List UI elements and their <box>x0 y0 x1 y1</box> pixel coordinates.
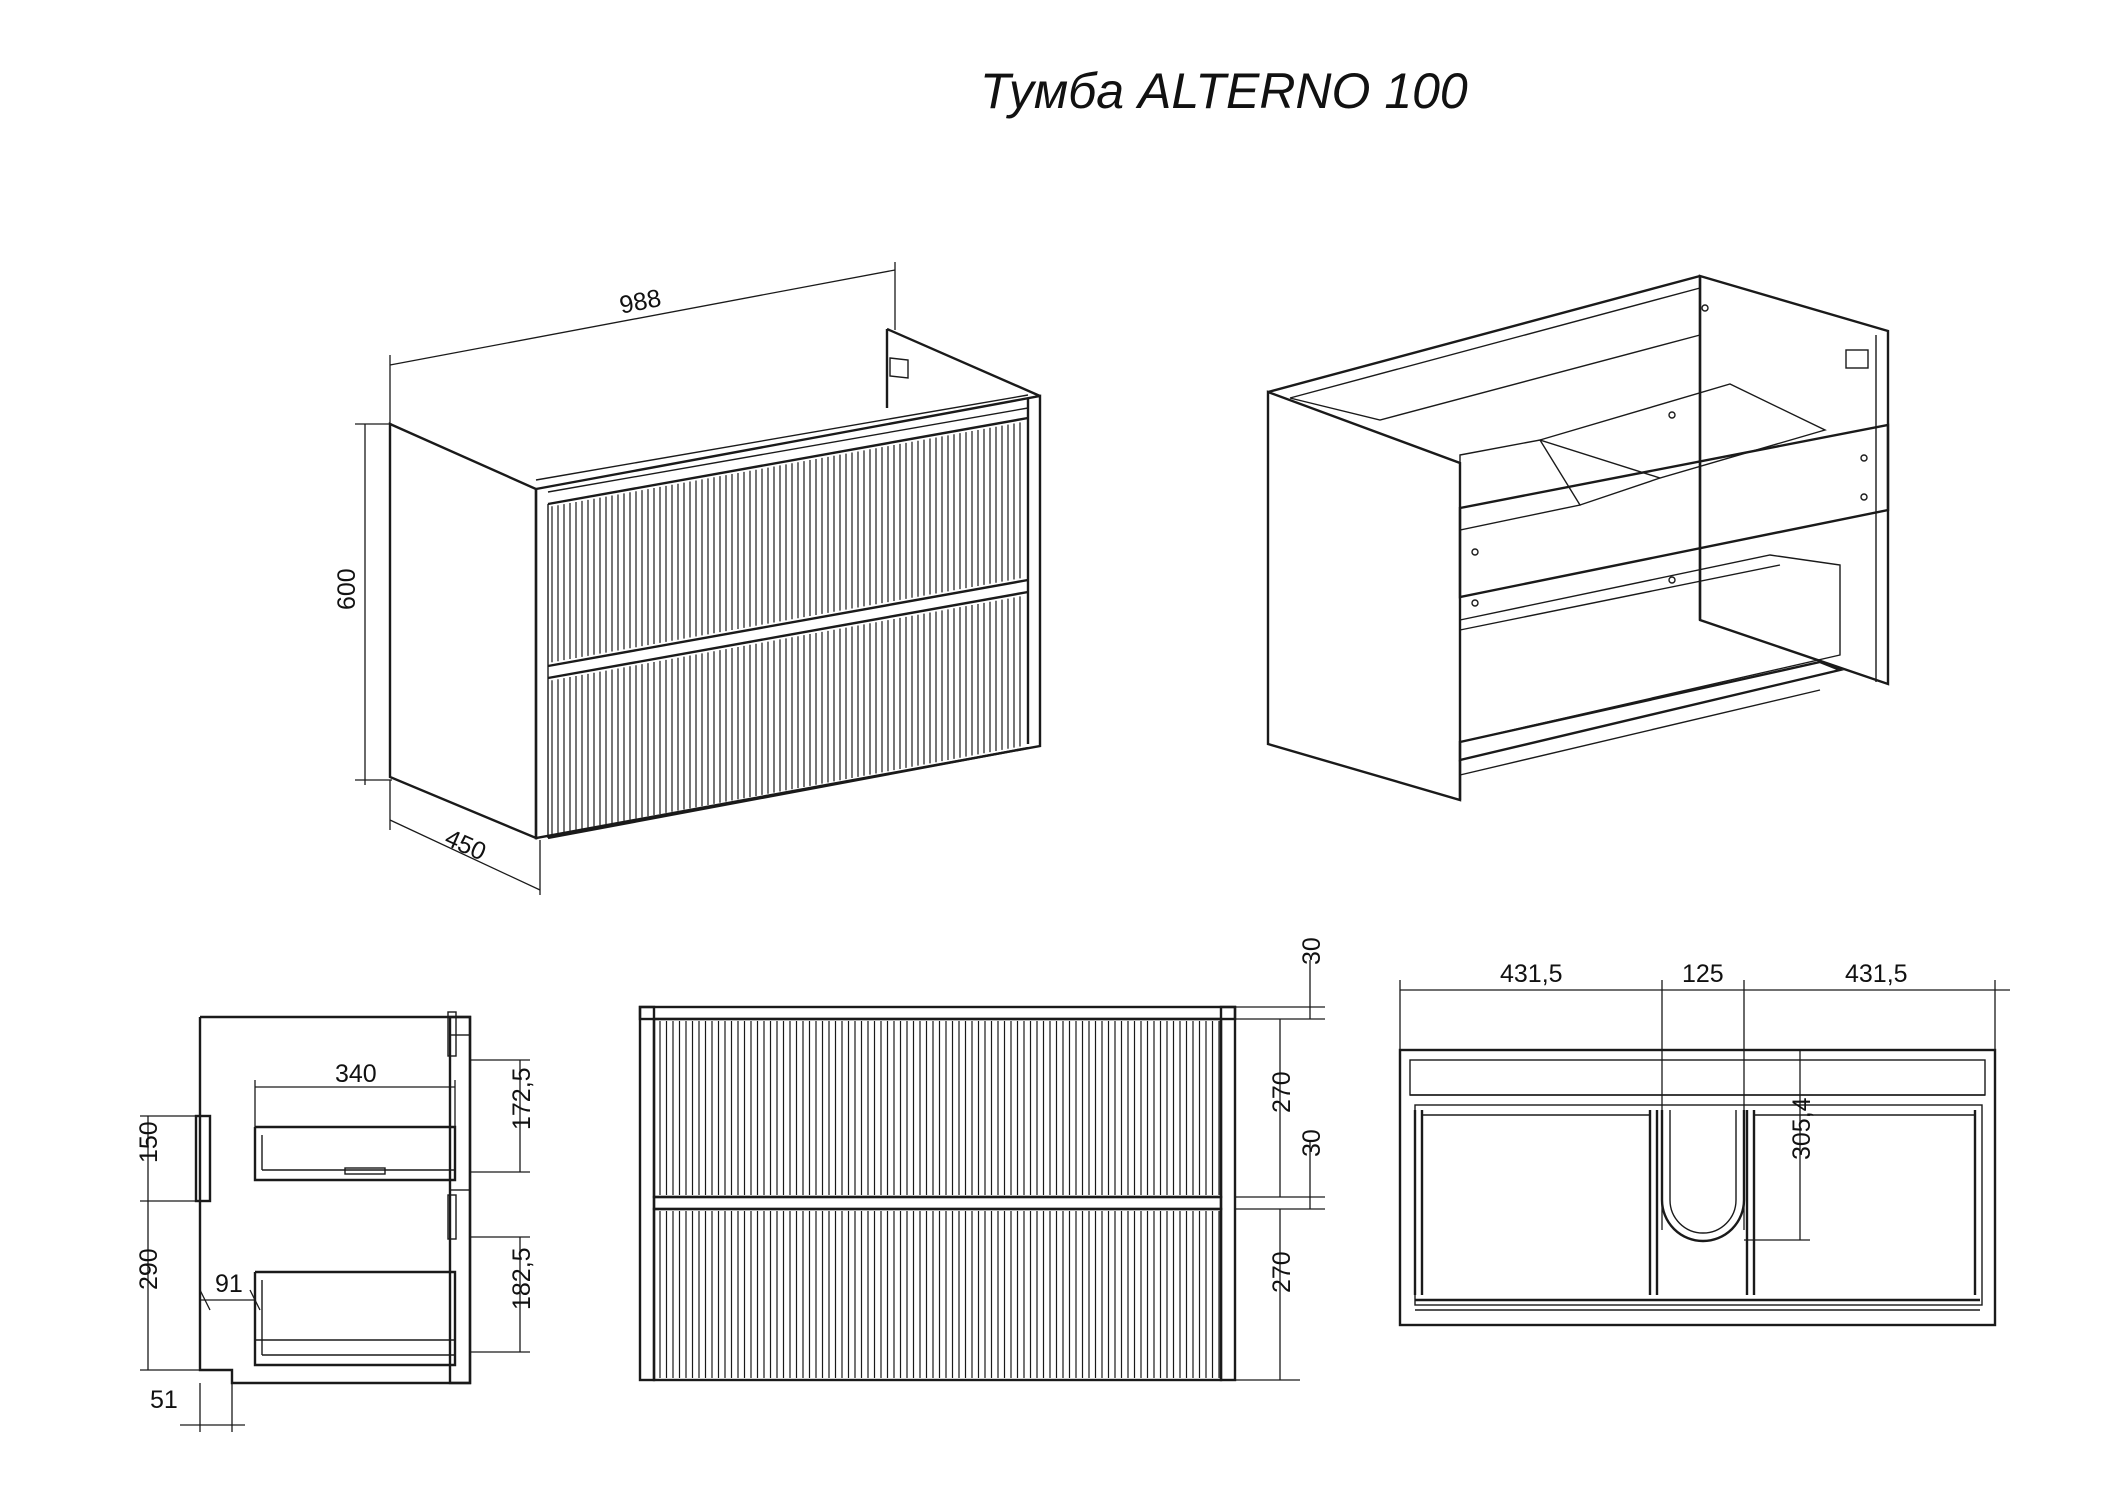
drawer-ribs-front <box>659 1021 1220 1378</box>
dim-mid-gap-label: 30 <box>1298 1129 1326 1157</box>
dim-drawer2-height-label: 182,5 <box>508 1247 536 1310</box>
iso-open-view <box>1266 274 1890 802</box>
dim-drawer-depth-label: 340 <box>335 1060 377 1088</box>
dim-depth-label: 450 <box>441 824 491 867</box>
dim-cutout-depth-label: 305,4 <box>1788 1097 1816 1160</box>
dim-top-left-label: 431,5 <box>1500 960 1563 988</box>
dim-drawer1-height-label: 172,5 <box>508 1067 536 1130</box>
dim-top-center-label: 125 <box>1682 960 1724 988</box>
dim-inset-label: 91 <box>215 1270 243 1298</box>
page-title: Тумба ALTERNO 100 <box>980 63 1468 119</box>
iso-front-view: 988 600 450 <box>333 262 1042 895</box>
top-view: 431,5 125 431,5 305,4 <box>1398 960 2010 1327</box>
dim-drawer1-label: 270 <box>1268 1071 1296 1113</box>
dim-panel-height-label: 150 <box>135 1121 163 1163</box>
drawer-ribs-iso <box>551 422 1021 835</box>
front-view: 30 270 30 270 <box>638 937 1326 1382</box>
dim-lower-height-label: 290 <box>135 1248 163 1290</box>
dim-top-right-label: 431,5 <box>1845 960 1908 988</box>
side-section-view: 340 172,5 182,5 150 290 91 51 <box>135 1011 536 1432</box>
dim-drawer2-label: 270 <box>1268 1251 1296 1293</box>
dim-top-gap-label: 30 <box>1298 937 1326 965</box>
dim-height-label: 600 <box>333 568 361 610</box>
dim-base-label: 51 <box>150 1386 178 1414</box>
